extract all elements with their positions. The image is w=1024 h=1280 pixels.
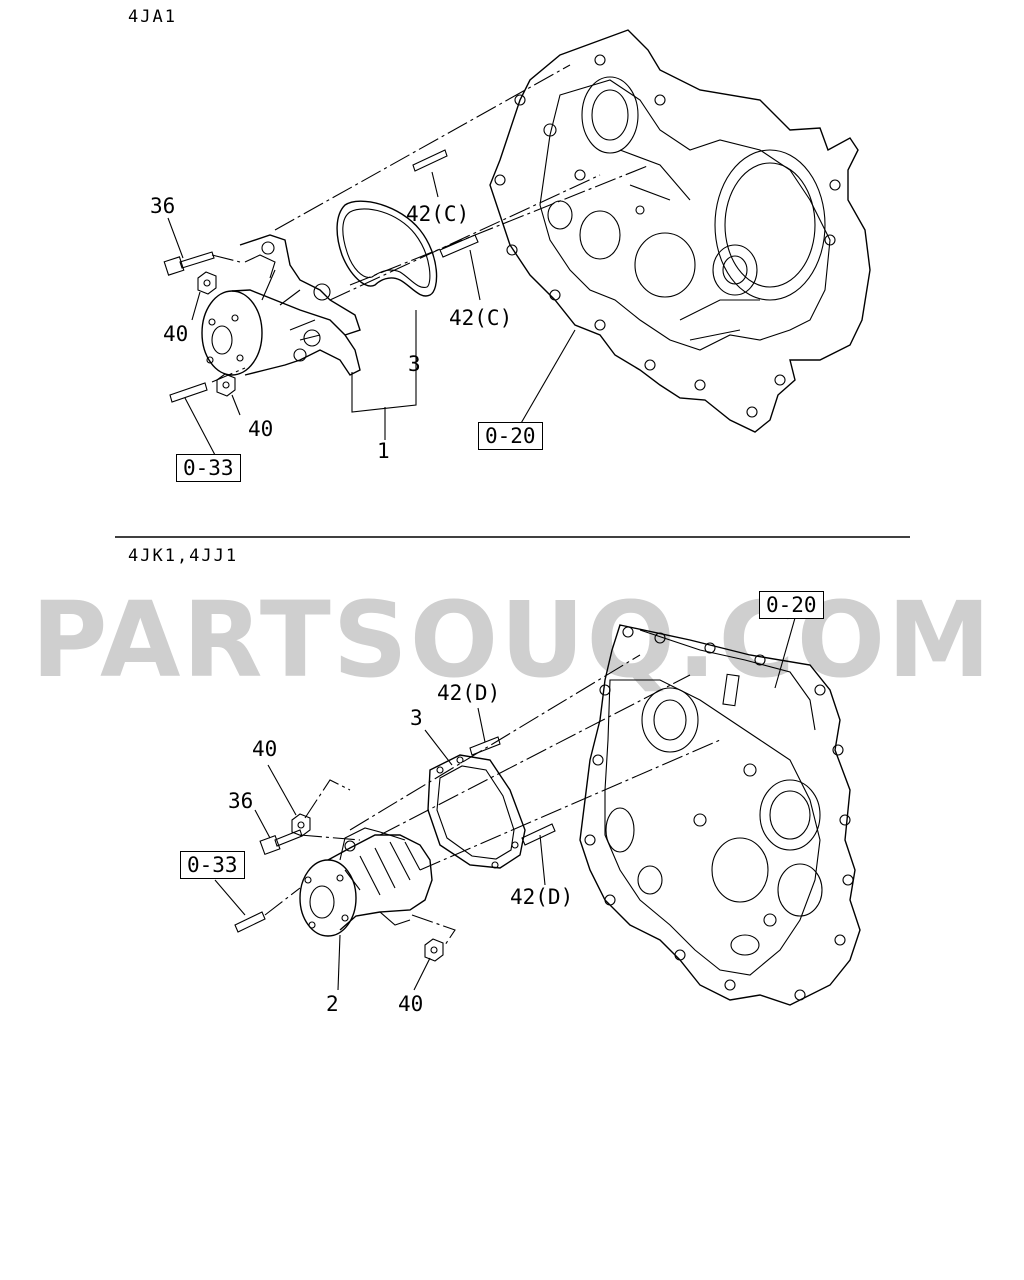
callout-water-pump[interactable]: 2 [326, 992, 339, 1016]
callout-stud[interactable]: 42(D) [510, 885, 574, 909]
callout-stud[interactable]: 42(C) [449, 306, 513, 330]
ref-housing[interactable]: 0-20 [478, 422, 543, 450]
callout-nut[interactable]: 40 [398, 992, 424, 1016]
callout-bolt[interactable]: 36 [228, 789, 254, 813]
callout-stud[interactable]: 42(C) [406, 202, 470, 226]
ref-stud[interactable]: 0-33 [180, 851, 245, 879]
callout-bolt[interactable]: 36 [150, 194, 176, 218]
callout-gasket[interactable]: 3 [410, 706, 423, 730]
water-pump-drawing [299, 827, 433, 937]
callout-stud[interactable]: 42(D) [437, 681, 501, 705]
callout-nut[interactable]: 40 [163, 322, 189, 346]
model-heading-4ja1: 4JA1 [128, 7, 177, 27]
callout-nut[interactable]: 40 [248, 417, 274, 441]
stud-drawing [169, 149, 479, 403]
gear-case-drawing [489, 29, 871, 433]
callout-water-pump[interactable]: 1 [377, 439, 390, 463]
water-pump-drawing [201, 234, 361, 376]
callout-nut[interactable]: 40 [252, 737, 278, 761]
model-heading-4jk1-4jj1: 4JK1,4JJ1 [128, 546, 239, 566]
nut-drawing [197, 271, 236, 397]
gasket-drawing [427, 754, 526, 869]
callout-gasket[interactable]: 3 [408, 352, 421, 376]
watermark: PARTSOUQ.COM [31, 579, 993, 701]
bolt-drawing [163, 251, 215, 276]
ref-stud[interactable]: 0-33 [176, 454, 241, 482]
ref-housing[interactable]: 0-20 [759, 591, 824, 619]
nut-drawing [291, 813, 444, 962]
stud-drawing [234, 736, 556, 933]
gear-case-drawing [579, 624, 861, 1006]
gasket-drawing [336, 200, 438, 297]
